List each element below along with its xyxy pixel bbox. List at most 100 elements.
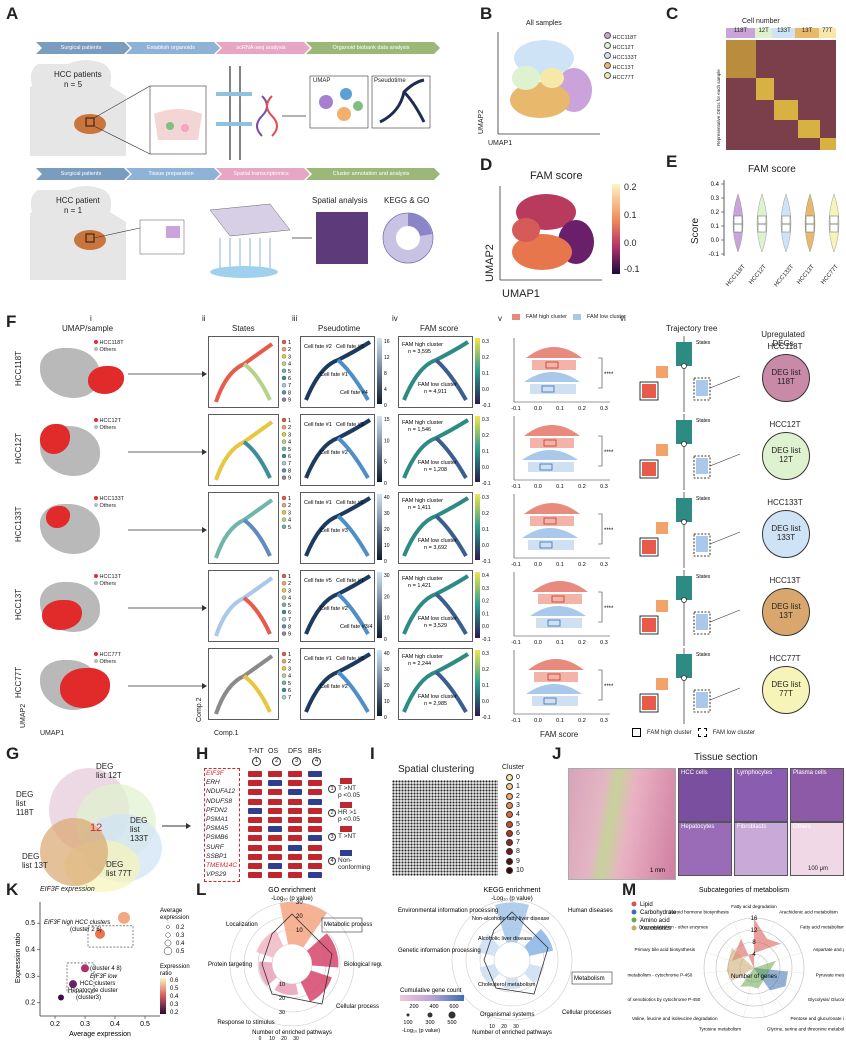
sample-cells xyxy=(40,424,70,454)
h-cell xyxy=(248,817,262,823)
x-tick-label: HCC118T xyxy=(725,264,747,288)
state-number: 6 xyxy=(288,688,291,694)
state-dot xyxy=(281,524,287,529)
h-cell xyxy=(308,807,322,814)
deg-sample-title: HCC118T xyxy=(767,342,803,351)
sample-row-label: HCC118T xyxy=(14,351,23,386)
tree-node xyxy=(642,618,656,632)
go-category-bar xyxy=(300,970,332,1002)
radar-tick: 4 xyxy=(752,952,756,958)
state-dot xyxy=(281,468,287,473)
metabolism-group-area xyxy=(731,918,782,968)
go-title: GO enrichment xyxy=(268,887,316,894)
fam-high-label: FAM high cluster xyxy=(402,576,443,582)
go-category-label: Cellular process xyxy=(336,1004,379,1010)
colorbar-tick: 0.3 xyxy=(482,339,489,345)
legend-others: Others xyxy=(99,347,117,353)
legend-number: 1 xyxy=(328,785,336,793)
tree-node xyxy=(642,540,656,554)
fam-high-label: FAM high cluster xyxy=(402,498,443,504)
significance-stars: **** xyxy=(604,528,614,534)
legend-label: Amino acid xyxy=(640,918,670,924)
sample-cells xyxy=(46,506,70,528)
h-cell xyxy=(268,780,282,787)
ratio-legend-value: 0.6 xyxy=(170,978,179,984)
kegg-inner-label: Non-alcoholic fatty liver disease xyxy=(472,916,549,922)
cell-fate-label: Cell fate #1 xyxy=(304,422,332,428)
states-label: States xyxy=(696,418,711,424)
state-number: 2 xyxy=(288,659,291,665)
metabolism-highlight-box xyxy=(571,971,613,985)
fam-high-n: n = 1,421 xyxy=(408,583,431,589)
colorbar-tick: 8 xyxy=(384,371,387,377)
state-dot xyxy=(281,383,287,388)
fam-low-n: n = 3,692 xyxy=(424,545,447,551)
go-n-label: Number of enriched pathways xyxy=(252,1030,332,1036)
h-cell xyxy=(308,853,322,860)
h-cell xyxy=(308,844,322,851)
go-category-label: Biological regulation xyxy=(344,962,382,968)
kegg-r-tick: 30 xyxy=(513,1024,519,1030)
state-dot xyxy=(281,573,287,579)
panel-label-e: E xyxy=(666,152,678,171)
x-tick-label: HCC13T xyxy=(796,264,816,286)
panel-k-title: EIF3F expression xyxy=(40,886,95,893)
state-dot xyxy=(281,432,287,437)
state-number: 7 xyxy=(288,383,291,389)
sample-row-label: HCC133T xyxy=(14,506,23,542)
umap-legend: HCC77T Others xyxy=(94,652,121,666)
states-label: States xyxy=(696,574,711,580)
legend-swatch xyxy=(340,850,352,856)
colorbar-tick: 12 xyxy=(384,355,390,361)
kegg-category-label: Cellular processes xyxy=(562,1010,611,1016)
legend-low: FAM low cluster xyxy=(712,729,756,736)
state-dot xyxy=(281,617,287,622)
colorbar-tick: -0.1 xyxy=(624,264,640,274)
state-number: 4 xyxy=(288,518,291,524)
panel-b-legend: HCC118T HCC12T HCC133T HCC13T HCC77T xyxy=(604,32,637,82)
low-density xyxy=(526,684,582,694)
state-number: 6 xyxy=(288,376,291,382)
colorbar-tick: 0.0 xyxy=(482,699,489,705)
cell-fate-label: Cell fate #3 xyxy=(336,344,364,350)
col-roman: iv xyxy=(392,314,398,323)
trajectory-tree: States xyxy=(639,336,741,412)
tree-node xyxy=(696,380,708,396)
step: Surgical patients xyxy=(36,168,130,180)
state-dot xyxy=(281,475,287,480)
go-category-label: Metabolic process xyxy=(324,922,372,928)
colorbar-tick: 0.0 xyxy=(482,543,489,549)
venn-label-118t: DEG list 118T xyxy=(16,790,34,817)
x-tick-label: 0.1 xyxy=(556,718,564,724)
venn-label-13t: DEG list 13T xyxy=(22,852,48,870)
state-dot xyxy=(281,673,287,678)
panel-i-title: Spatial clustering xyxy=(398,764,475,775)
high-points xyxy=(530,438,574,448)
arrow-right-icon xyxy=(162,823,191,829)
go-r-tick: 10 xyxy=(269,1036,275,1040)
panel-c-heatmap xyxy=(726,40,836,150)
high-box xyxy=(543,439,557,447)
panel-c-title: Cell number xyxy=(742,18,780,25)
kegg-category-bar xyxy=(503,977,521,989)
state-number: 2 xyxy=(288,581,291,587)
panel-i-spatial-map xyxy=(392,780,498,876)
umap-sample-plot: HCC13T Others xyxy=(30,570,128,642)
h-cell xyxy=(268,807,282,814)
fam-colorbar xyxy=(475,338,480,404)
state-dot xyxy=(281,397,287,402)
col-roman: vi xyxy=(620,314,626,323)
pv-tick: 500 xyxy=(447,1020,456,1026)
x-tick-label: 0.0 xyxy=(534,640,542,646)
kegg-title: KEGG enrichment xyxy=(484,887,541,894)
metabolism-category-label: Metabolism of xenobiotics by cytochrome … xyxy=(626,997,701,1002)
h-cell xyxy=(288,835,302,842)
low-density xyxy=(530,606,586,616)
cluster-id: 1 xyxy=(516,783,520,791)
deg-list-sample: 118T xyxy=(777,377,795,386)
branch-point xyxy=(681,675,687,681)
size-legend-dot xyxy=(164,939,172,947)
